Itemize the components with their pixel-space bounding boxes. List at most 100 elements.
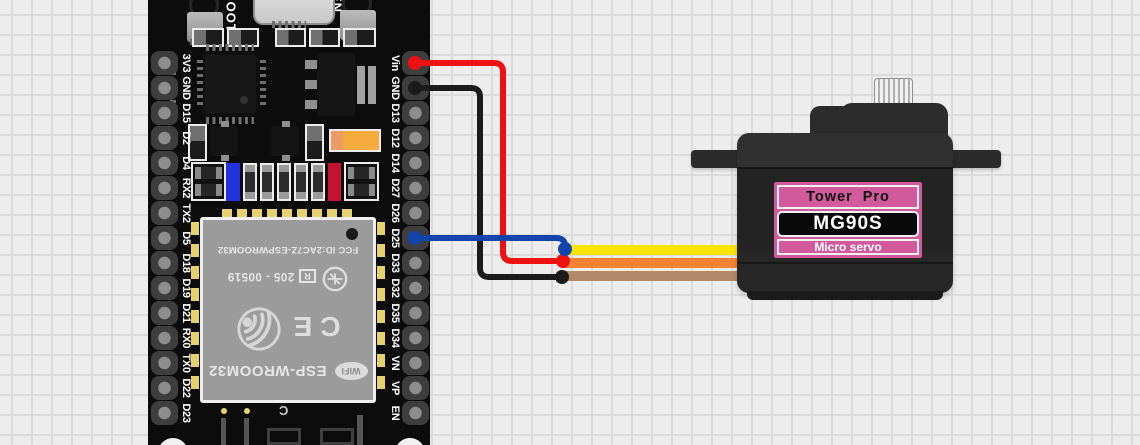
resistor-pair xyxy=(344,162,379,201)
smd-resistor xyxy=(188,124,207,161)
smd-capacitor xyxy=(277,163,291,201)
smd-resistor xyxy=(195,167,222,179)
pin-right-en[interactable] xyxy=(402,401,429,425)
pin-left-gnd[interactable] xyxy=(151,76,178,100)
module-castellation-top xyxy=(222,209,357,217)
smd-resistor xyxy=(195,184,222,196)
pin-left-d2[interactable] xyxy=(151,126,178,150)
signal-wire[interactable] xyxy=(412,235,568,251)
red-led xyxy=(328,163,341,201)
signal-wire-endpoint-d25[interactable] xyxy=(408,231,422,245)
servo-case-seam xyxy=(737,262,953,264)
pcb-trace xyxy=(221,418,226,445)
servo-mount-tab-left xyxy=(691,150,741,168)
voltage-regulator xyxy=(317,53,355,116)
pin-left-d15[interactable] xyxy=(151,101,178,125)
cert-circle-icon xyxy=(321,260,349,293)
pin-right-d34[interactable] xyxy=(402,326,429,350)
smd-resistor xyxy=(305,124,324,161)
servo-ground-lead[interactable] xyxy=(563,271,740,281)
blue-led xyxy=(226,163,240,201)
smd-capacitor xyxy=(243,163,257,201)
transistor-leg xyxy=(282,121,290,127)
power-wire[interactable] xyxy=(412,60,565,264)
test-pad xyxy=(221,408,227,414)
fuse-component xyxy=(329,129,381,152)
servo-brand-text: Tower Pro xyxy=(777,185,919,209)
smd-capacitor xyxy=(260,163,274,201)
smd-resistor xyxy=(343,28,376,47)
mounting-hole xyxy=(158,438,188,445)
servo-signal-lead[interactable] xyxy=(563,245,740,255)
pin-left-d22[interactable] xyxy=(151,376,178,400)
pin-right-d27[interactable] xyxy=(402,176,429,200)
module-telec-row: R 205 - 00519 xyxy=(227,260,348,293)
regulator-leg xyxy=(305,80,317,89)
pin-right-d33[interactable] xyxy=(402,251,429,275)
micro-usb-connector xyxy=(253,0,335,25)
module-castellation-left xyxy=(191,222,199,398)
pin-left-tx2[interactable] xyxy=(151,201,178,225)
chip-pins xyxy=(197,60,203,108)
pcb-trace xyxy=(244,418,249,445)
pin-left-d19[interactable] xyxy=(151,276,178,300)
solder-pad-outline xyxy=(267,428,301,445)
pin-right-vn[interactable] xyxy=(402,351,429,375)
transistor-leg xyxy=(221,121,229,127)
ground-wire[interactable] xyxy=(412,85,564,280)
transistor-leg xyxy=(282,155,290,161)
servo-type-text: Micro servo xyxy=(777,239,919,255)
pin-right-d26[interactable] xyxy=(402,201,429,225)
servo-mg90s[interactable]: Tower Pro MG90S Micro servo xyxy=(688,75,1008,303)
smd-resistor xyxy=(275,28,306,47)
esp32-devkit-board[interactable]: BOOT EN xyxy=(148,0,430,445)
chip-pins xyxy=(206,44,254,51)
servo-label: Tower Pro MG90S Micro servo xyxy=(774,182,922,258)
ground-wire-endpoint-gnd[interactable] xyxy=(408,81,422,95)
smd-capacitor xyxy=(294,163,308,201)
module-cert-row: CE xyxy=(236,301,340,352)
pin-right-d12[interactable] xyxy=(402,126,429,150)
chip-pin1-dot xyxy=(240,96,248,104)
servo-mount-tab-right xyxy=(949,150,1001,168)
servo-case-seam xyxy=(737,167,953,169)
pin-right-d13[interactable] xyxy=(402,101,429,125)
pin-right-d35[interactable] xyxy=(402,301,429,325)
regulator-leg xyxy=(305,60,317,69)
usb-legs xyxy=(272,21,306,28)
pin-right-d32[interactable] xyxy=(402,276,429,300)
ground-wire-endpoint-lead[interactable] xyxy=(555,270,569,284)
smd-capacitor xyxy=(311,163,325,201)
transistor xyxy=(210,126,238,156)
pin-left-d4[interactable] xyxy=(151,151,178,175)
module-silkscreen: WIFI ESP-WROOM32 CE xyxy=(203,220,373,400)
pin-left-3v3[interactable] xyxy=(151,51,178,75)
pcb-trace xyxy=(357,415,363,445)
signal-wire-endpoint-lead[interactable] xyxy=(558,242,572,256)
pin-right-vp[interactable] xyxy=(402,376,429,400)
servo-vcc-lead[interactable] xyxy=(563,258,740,268)
pin-left-tx0[interactable] xyxy=(151,351,178,375)
pin-left-d18[interactable] xyxy=(151,251,178,275)
pin-left-d21[interactable] xyxy=(151,301,178,325)
power-wire-endpoint-vin[interactable] xyxy=(408,56,422,70)
pin-left-rx2[interactable] xyxy=(151,176,178,200)
smd-resistor xyxy=(309,28,340,47)
servo-bottom-cap xyxy=(747,291,943,300)
pin-left-rx0[interactable] xyxy=(151,326,178,350)
pin-left-d5[interactable] xyxy=(151,226,178,250)
power-wire-endpoint-lead[interactable] xyxy=(556,254,570,268)
transistor xyxy=(271,126,299,156)
test-pad xyxy=(244,408,250,414)
regulator-leg xyxy=(305,100,317,109)
smd-resistor xyxy=(348,167,375,179)
servo-model-text: MG90S xyxy=(777,211,919,237)
servo-gearbox-large xyxy=(840,103,948,138)
module-marker-dot xyxy=(346,228,358,240)
regulator-tab xyxy=(357,66,365,104)
antenna-swirl-icon xyxy=(236,301,282,352)
pin-left-d23[interactable] xyxy=(151,401,178,425)
pin-right-d14[interactable] xyxy=(402,151,429,175)
